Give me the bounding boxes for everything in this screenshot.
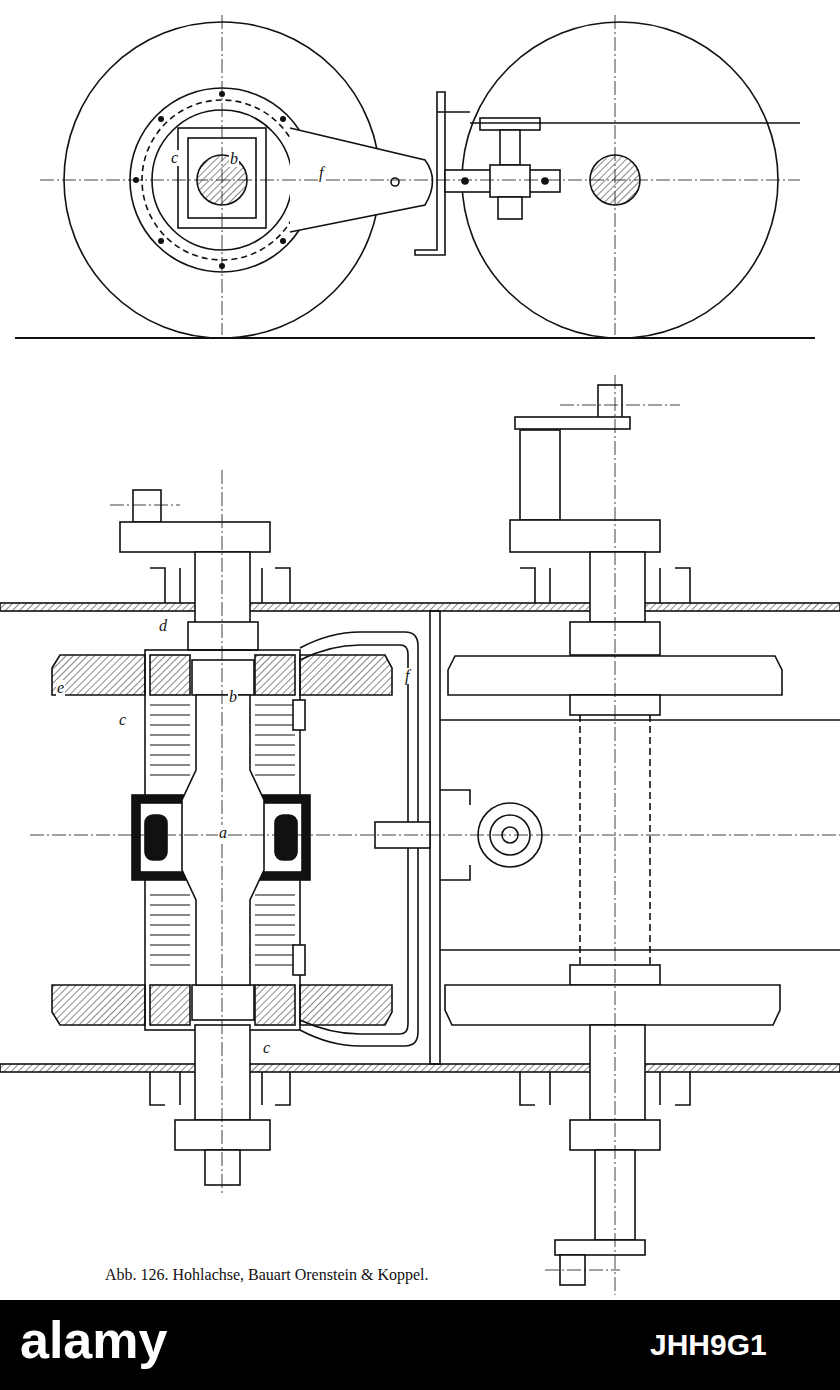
callout-letter: b bbox=[229, 151, 239, 167]
callout-letter: f bbox=[404, 668, 410, 684]
figure-caption: Abb. 126. Hohlachse, Bauart Orenstein & … bbox=[105, 1266, 428, 1284]
callout-letter: b bbox=[228, 689, 238, 705]
callout-letter: e bbox=[56, 680, 65, 696]
watermark: alamy bbox=[20, 1310, 167, 1370]
callout-letter: c bbox=[170, 150, 179, 166]
callout-letter: c bbox=[118, 712, 127, 728]
callout-letter: d bbox=[158, 618, 168, 634]
watermark: JHH9G1 bbox=[650, 1328, 767, 1362]
callout-letter: c bbox=[262, 1040, 271, 1056]
callout-letter: f bbox=[318, 165, 324, 181]
callout-letter: a bbox=[218, 825, 228, 841]
